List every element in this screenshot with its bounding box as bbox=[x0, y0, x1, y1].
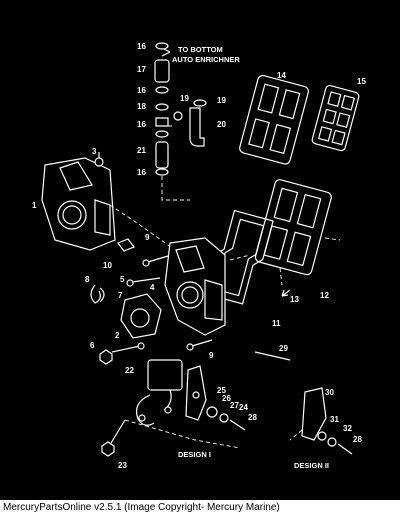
label-design-2: DESIGN II bbox=[294, 461, 329, 470]
washers-26-27 bbox=[206, 406, 246, 431]
callout-6: 6 bbox=[90, 341, 95, 350]
reed-block-15 bbox=[311, 84, 360, 152]
callout-27: 27 bbox=[230, 401, 239, 410]
image-caption: MercuryPartsOnline v2.5.1 (Image Copyrig… bbox=[3, 502, 280, 513]
small-part-3 bbox=[94, 152, 104, 167]
parts-diagram: TO BOTTOM AUTO ENRICHNER bbox=[0, 0, 400, 500]
callout-1: 1 bbox=[32, 201, 37, 210]
callout-21: 21 bbox=[137, 146, 146, 155]
pin-2 bbox=[111, 342, 145, 353]
hose-assembly bbox=[154, 42, 207, 201]
nut-6 bbox=[99, 349, 113, 365]
callout-28a: 28 bbox=[248, 413, 257, 422]
callout-25: 25 bbox=[217, 386, 226, 395]
clip-10 bbox=[117, 238, 135, 252]
callout-2: 2 bbox=[115, 331, 120, 340]
reed-plate-12 bbox=[254, 179, 332, 276]
bracket-25 bbox=[185, 365, 207, 421]
callout-23: 23 bbox=[118, 461, 127, 470]
screw-9a bbox=[142, 255, 169, 267]
callout-29: 29 bbox=[279, 344, 288, 353]
callout-20: 20 bbox=[217, 120, 226, 129]
screw-9b bbox=[186, 339, 213, 351]
carburetor-body-1 bbox=[41, 157, 176, 251]
callout-11: 11 bbox=[272, 319, 281, 328]
label-to-bottom: TO BOTTOM bbox=[178, 45, 223, 54]
callout-30: 30 bbox=[325, 388, 334, 397]
callout-32: 32 bbox=[343, 424, 352, 433]
callout-13: 13 bbox=[290, 295, 299, 304]
callout-7: 7 bbox=[118, 291, 123, 300]
screw-5 bbox=[126, 277, 161, 287]
clip-8 bbox=[90, 284, 105, 304]
callout-18: 18 bbox=[137, 102, 146, 111]
callout-9b: 9 bbox=[209, 351, 214, 360]
gasket-7 bbox=[120, 293, 162, 339]
callout-3: 3 bbox=[92, 147, 97, 156]
callout-17: 17 bbox=[137, 65, 146, 74]
callout-15: 15 bbox=[357, 77, 366, 86]
reed-plate-gasket-14 bbox=[239, 74, 309, 165]
callout-4: 4 bbox=[150, 283, 155, 292]
label-auto-enrichner: AUTO ENRICHNER bbox=[172, 55, 240, 64]
callout-12: 12 bbox=[320, 291, 329, 300]
callout-22: 22 bbox=[125, 366, 134, 375]
solenoid-22 bbox=[135, 359, 183, 426]
rod-29 bbox=[254, 351, 291, 361]
callout-16b: 16 bbox=[137, 86, 146, 95]
carburetor-body-4 bbox=[164, 237, 226, 336]
callout-5: 5 bbox=[120, 275, 125, 284]
callout-9a: 9 bbox=[145, 233, 150, 242]
callout-8: 8 bbox=[85, 275, 90, 284]
callout-31: 31 bbox=[330, 415, 339, 424]
callout-26: 26 bbox=[222, 394, 231, 403]
callout-16c: 16 bbox=[137, 120, 146, 129]
callout-16d: 16 bbox=[137, 168, 146, 177]
bracket-30 bbox=[289, 387, 353, 455]
callout-19a: 19 bbox=[180, 94, 189, 103]
bolt-23 bbox=[101, 419, 241, 457]
label-design-1: DESIGN I bbox=[178, 450, 211, 459]
callout-14: 14 bbox=[277, 71, 286, 80]
callout-10: 10 bbox=[103, 261, 112, 270]
callout-16a: 16 bbox=[137, 42, 146, 51]
leader-lines bbox=[229, 237, 341, 286]
callout-19b: 19 bbox=[217, 96, 226, 105]
callout-28b: 28 bbox=[353, 435, 362, 444]
callout-24: 24 bbox=[239, 403, 248, 412]
arrow-13 bbox=[281, 289, 291, 297]
